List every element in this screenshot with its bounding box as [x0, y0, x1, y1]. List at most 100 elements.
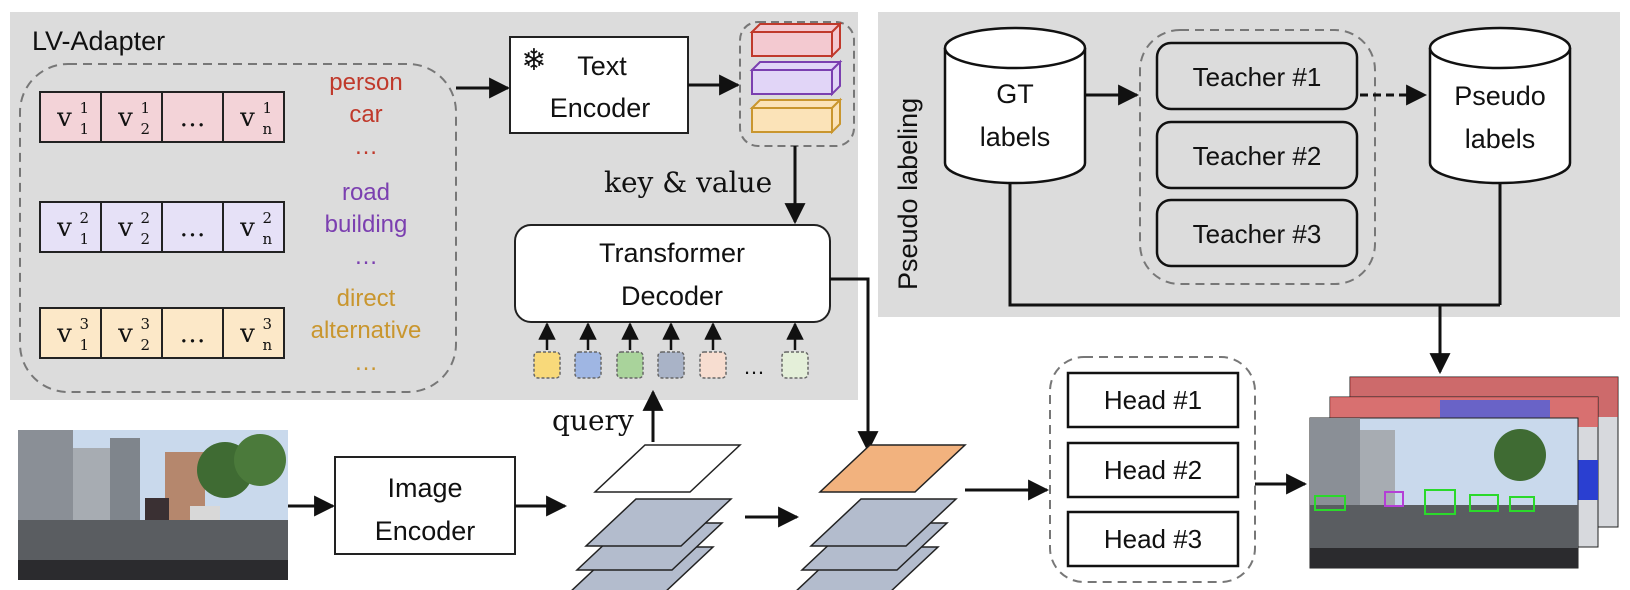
teachers: Teacher #1 Teacher #2 Teacher #3 [1155, 41, 1359, 268]
transformer-decoder-box: Transformer Decoder [514, 224, 831, 323]
query-token [781, 322, 809, 379]
token-subscript: n [263, 120, 273, 138]
gt-labels-line1: GT [996, 79, 1034, 109]
head-label: Head #1 [1104, 385, 1202, 415]
lv-adapter-title: LV-Adapter [32, 26, 165, 56]
image-encoder-label-line2: Encoder [375, 516, 476, 546]
token-superscript: 1 [141, 99, 151, 117]
head-label: Head #2 [1104, 455, 1202, 485]
class-word: road [342, 179, 390, 206]
class-word: … [354, 243, 378, 270]
teachers-group [1139, 29, 1376, 285]
teacher-label: Teacher #3 [1193, 219, 1322, 249]
query-label: query [552, 404, 634, 437]
text-encoder-label-line2: Encoder [550, 93, 651, 123]
query-token [699, 322, 727, 379]
text-encoder-box: ❄ Text Encoder [509, 36, 689, 134]
head-label: Head #3 [1104, 524, 1202, 554]
queries-ellipsis: … [743, 354, 765, 379]
token-superscript: 2 [141, 209, 151, 227]
token-subscript: 2 [141, 336, 151, 354]
token-subscript: n [263, 230, 273, 248]
head-box: Head #3 [1066, 510, 1240, 568]
token-superscript: 2 [263, 209, 273, 227]
gt-labels-line2: labels [980, 122, 1051, 152]
heads-group [1049, 356, 1256, 583]
teacher-box: Teacher #2 [1155, 120, 1359, 190]
teacher-label: Teacher #1 [1193, 62, 1322, 92]
query-token [657, 322, 685, 379]
token-label: v [56, 103, 72, 133]
token-label: v [239, 213, 255, 243]
token-subscript: 1 [80, 230, 90, 248]
query-token [533, 322, 561, 379]
heads: Head #1 Head #2 Head #3 [1066, 371, 1240, 568]
feature-stack-query [571, 444, 742, 590]
token-subscript: 2 [141, 230, 151, 248]
decoder-output-arrow [830, 277, 879, 453]
text-embeddings [749, 21, 843, 135]
token-label: v [117, 103, 133, 133]
text-embedding [749, 59, 843, 97]
pseudo-labels-line2: labels [1465, 124, 1536, 154]
text-embedding [749, 21, 843, 59]
class-word: … [354, 133, 378, 160]
token-label: … [180, 103, 206, 133]
head-box: Head #1 [1066, 371, 1240, 429]
query-tokens [533, 322, 809, 379]
teacher-box: Teacher #1 [1155, 41, 1359, 111]
class-word: alternative [311, 317, 422, 344]
image-encoder-label-line1: Image [387, 473, 462, 503]
snowflake-icon: ❄ [521, 44, 546, 77]
token-cell: … [161, 201, 224, 253]
pseudo-labels-line1: Pseudo [1454, 81, 1546, 111]
output-image-stack [1309, 376, 1619, 569]
token-superscript: 3 [141, 315, 151, 333]
class-word: direct [337, 285, 396, 312]
key-value-label: key & value [604, 166, 772, 199]
token-label: v [239, 103, 255, 133]
token-subscript: 2 [141, 120, 151, 138]
pseudo-labeling-title: Pseudo labeling [893, 98, 923, 290]
token-label: … [180, 319, 206, 349]
text-encoder-label-line1: Text [577, 51, 627, 81]
token-cell: … [161, 91, 224, 143]
token-label: v [239, 319, 255, 349]
image-encoder-box: Image Encoder [334, 456, 516, 555]
query-token [616, 322, 644, 379]
labels-to-output-line [1008, 183, 1500, 307]
token-superscript: 2 [80, 209, 90, 227]
token-label: … [180, 213, 206, 243]
token-subscript: n [263, 336, 273, 354]
query-token [574, 322, 602, 379]
gt-labels-cylinder: GT labels [943, 26, 1087, 185]
token-superscript: 3 [80, 315, 90, 333]
teacher-box: Teacher #3 [1155, 198, 1359, 268]
token-label: v [117, 319, 133, 349]
token-superscript: 1 [263, 99, 273, 117]
token-rows-group [19, 63, 457, 393]
token-subscript: 1 [80, 120, 90, 138]
token-superscript: 1 [80, 99, 90, 117]
pseudo-labels-cylinder: Pseudo labels [1428, 26, 1572, 185]
teacher-label: Teacher #2 [1193, 141, 1322, 171]
token-subscript: 1 [80, 336, 90, 354]
transformer-label-line2: Decoder [621, 281, 723, 311]
class-word: person [329, 69, 402, 96]
class-word: building [325, 211, 408, 238]
head-box: Head #2 [1066, 441, 1240, 499]
class-word: … [354, 349, 378, 376]
token-label: v [117, 213, 133, 243]
token-superscript: 3 [263, 315, 273, 333]
class-word: car [349, 101, 382, 128]
transformer-label-line1: Transformer [599, 238, 745, 268]
